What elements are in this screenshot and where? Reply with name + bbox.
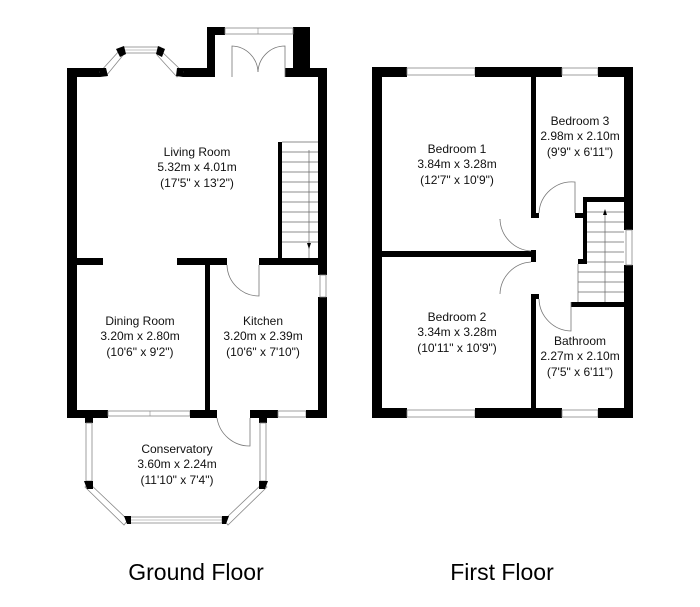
bedroom1-window <box>406 67 476 76</box>
room-name: Dining Room <box>105 314 174 328</box>
bay-window <box>99 46 184 78</box>
room-size-metric: 5.32m x 4.01m <box>157 160 236 174</box>
wall <box>531 67 536 218</box>
wall <box>598 408 633 418</box>
room-size-imperial: (10'6" x 7'10") <box>226 345 300 359</box>
wall <box>250 410 278 418</box>
wall <box>67 68 100 77</box>
kitchen-door <box>226 264 260 297</box>
bedroom2-door <box>499 261 532 295</box>
wall <box>372 67 382 418</box>
landing-window <box>625 229 633 266</box>
kitchen-window <box>277 410 307 418</box>
room-size-metric: 3.20m x 2.80m <box>100 329 179 343</box>
wall <box>531 213 539 218</box>
wall <box>575 213 583 218</box>
room-size-imperial: (9'9" x 6'11") <box>547 145 613 159</box>
wall <box>531 294 539 299</box>
room-size-metric: 3.20m x 2.39m <box>223 329 302 343</box>
ground-floor-plan: Living Room 5.32m x 4.01m (17'5" x 13'2"… <box>67 27 327 585</box>
wall <box>624 67 633 230</box>
room-size-metric: 3.34m x 3.28m <box>417 325 496 339</box>
bedroom1-door <box>499 218 532 252</box>
room-size-metric: 2.27m x 2.10m <box>540 349 619 363</box>
wall <box>177 258 227 265</box>
wall <box>598 67 633 77</box>
bedroom2-window <box>406 409 476 418</box>
wall <box>207 27 225 35</box>
wall <box>67 68 77 418</box>
bedroom3-window <box>561 67 599 76</box>
first-floor-plan: Bedroom 1 3.84m x 3.28m (12'7" x 10'9") … <box>372 67 633 585</box>
bathroom-window <box>561 409 599 418</box>
room-name: Bedroom 3 <box>551 114 610 128</box>
room-name: Bedroom 1 <box>428 142 487 156</box>
wall <box>372 67 407 77</box>
room-size-imperial: (10'11" x 10'9") <box>417 341 497 355</box>
wall <box>372 408 407 418</box>
room-size-metric: 3.84m x 3.28m <box>417 157 496 171</box>
wall <box>207 27 215 77</box>
room-size-metric: 3.60m x 2.24m <box>137 457 216 471</box>
wall <box>183 68 215 77</box>
room-name: Bedroom 2 <box>428 310 487 324</box>
wall <box>67 410 108 418</box>
wall <box>190 410 217 418</box>
floor-label: First Floor <box>450 559 554 585</box>
sliding-door <box>107 410 191 417</box>
room-name: Kitchen <box>243 314 283 328</box>
room-size-imperial: (12'7" x 10'9") <box>420 173 494 187</box>
conservatory-windows <box>84 418 268 526</box>
kitchen-side-window <box>319 274 327 298</box>
wall <box>571 302 633 307</box>
room-size-metric: 2.98m x 2.10m <box>540 129 619 143</box>
wall <box>67 258 103 265</box>
bathroom-door <box>538 298 572 332</box>
room-size-imperial: (17'5" x 13'2") <box>160 176 234 190</box>
staircase <box>278 141 318 262</box>
arrow-up-icon <box>603 209 607 215</box>
porch-window <box>224 27 294 35</box>
wall <box>372 251 536 257</box>
room-name: Bathroom <box>554 334 606 348</box>
wall <box>475 67 562 77</box>
wall <box>318 297 327 418</box>
bedroom3-door <box>538 181 576 214</box>
wall <box>475 408 562 418</box>
french-doors <box>231 45 286 77</box>
staircase <box>577 197 633 302</box>
back-door <box>216 417 251 447</box>
room-size-imperial: (10'6" x 9'2") <box>106 345 173 359</box>
floor-label: Ground Floor <box>128 559 264 585</box>
wall <box>624 265 633 418</box>
room-name: Living Room <box>164 145 231 159</box>
room-name: Conservatory <box>141 442 212 456</box>
wall <box>318 68 327 275</box>
wall <box>293 27 310 77</box>
room-size-imperial: (7'5" x 6'11") <box>547 365 613 379</box>
room-size-imperial: (11'10" x 7'4") <box>141 473 214 487</box>
wall <box>306 410 327 418</box>
wall <box>205 258 210 418</box>
wall <box>531 250 536 262</box>
wall <box>259 258 327 265</box>
wall <box>531 294 536 414</box>
arrow-down-icon <box>307 243 311 249</box>
